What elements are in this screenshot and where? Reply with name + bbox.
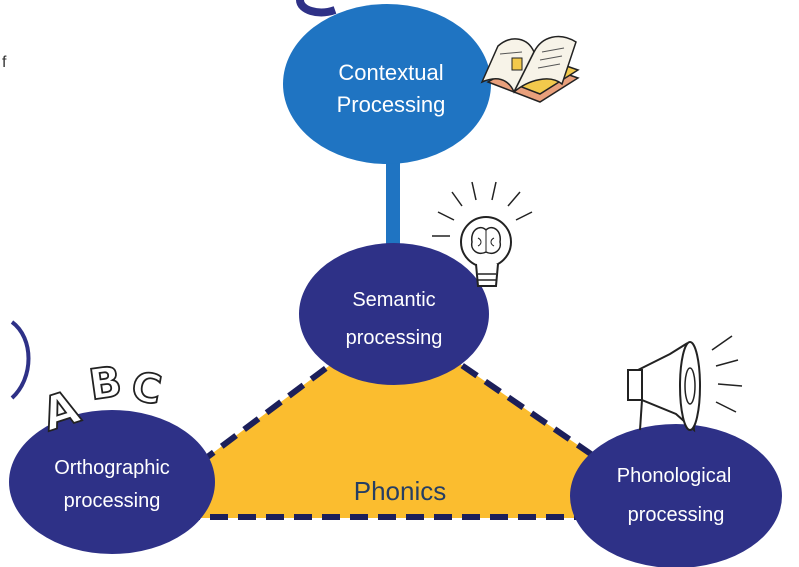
contextual-label-line2: Processing bbox=[337, 92, 446, 117]
orthographic-node bbox=[9, 410, 215, 554]
phonological-label-line2: processing bbox=[628, 504, 725, 526]
lightbulb-brain-icon bbox=[432, 181, 533, 287]
orthographic-label-line1: Orthographic bbox=[54, 457, 170, 479]
left-arc-decoration bbox=[10, 320, 31, 400]
megaphone-icon bbox=[627, 335, 743, 433]
semantic-node bbox=[299, 243, 489, 385]
phonics-triangle bbox=[126, 318, 684, 518]
semantic-label-line1: Semantic bbox=[352, 289, 435, 311]
contextual-label-line1: Contextual bbox=[338, 60, 443, 85]
stray-text: f bbox=[2, 54, 7, 71]
phonological-label-line1: Phonological bbox=[617, 465, 732, 487]
phonological-node bbox=[570, 424, 782, 567]
top-arc-decoration bbox=[296, 0, 337, 17]
semantic-label-line2: processing bbox=[346, 327, 443, 349]
svg-text:C: C bbox=[128, 364, 165, 414]
orthographic-label-line2: processing bbox=[64, 490, 161, 512]
contextual-node bbox=[283, 4, 491, 164]
book-icon bbox=[480, 35, 580, 103]
triangle-label: Phonics bbox=[354, 476, 447, 506]
svg-text:B: B bbox=[86, 356, 125, 409]
